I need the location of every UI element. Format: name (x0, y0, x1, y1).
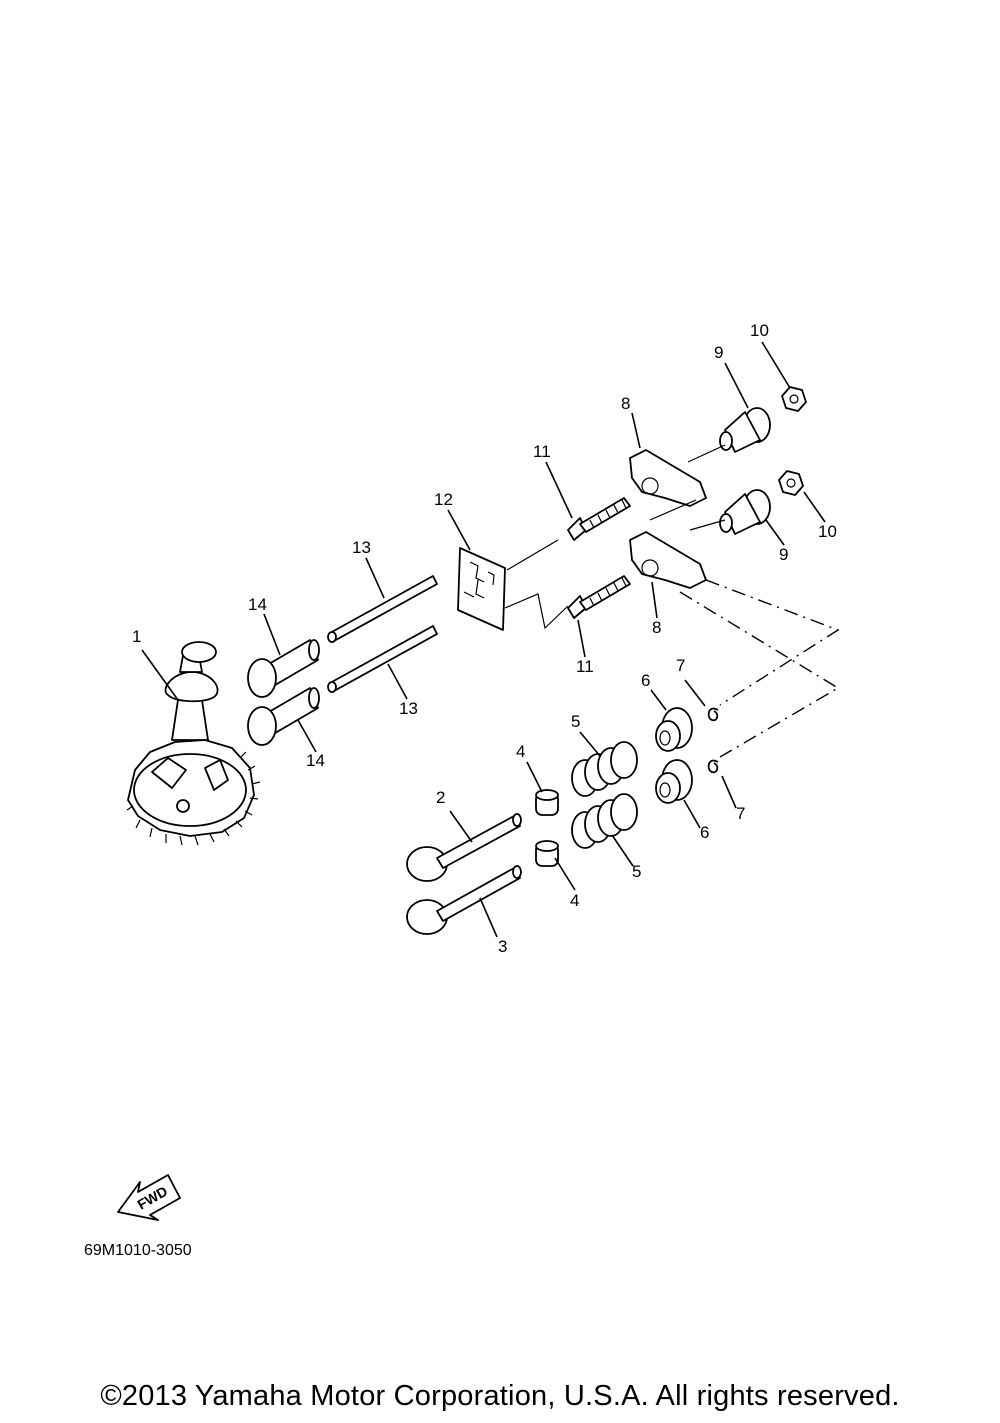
valve-stem-seal-lower (535, 840, 559, 867)
callout-7-lower: 7 (736, 804, 745, 823)
valve-spring-lower (571, 793, 638, 849)
rocker-pivot-upper (719, 407, 771, 453)
callout-11-lower: 11 (576, 657, 594, 676)
callout-10-lower: 10 (818, 522, 837, 541)
nut-upper (781, 386, 807, 412)
spring-retainer-lower (655, 759, 693, 804)
stud-bolt-lower (567, 575, 631, 619)
rocker-arm-lower (629, 531, 707, 589)
exhaust-valve (406, 865, 522, 935)
push-rod-lower (327, 625, 438, 693)
callout-6-lower: 6 (700, 823, 709, 842)
fwd-arrow-icon: FWD (117, 1174, 181, 1221)
callout-3: 3 (498, 937, 507, 956)
assembly-lines (504, 444, 840, 758)
callout-6-upper: 6 (641, 671, 650, 690)
rocker-arm-upper (629, 449, 707, 507)
callout-13-upper: 13 (352, 538, 371, 557)
spring-retainer-upper (655, 707, 693, 752)
callout-11-upper: 11 (533, 442, 551, 461)
callout-8-upper: 8 (621, 394, 630, 413)
callout-10-upper: 10 (750, 321, 769, 340)
callout-12: 12 (434, 490, 453, 509)
callout-13-lower: 13 (399, 699, 418, 718)
valve-lifter-lower (247, 687, 320, 746)
nut-lower (778, 470, 804, 496)
callout-4-upper: 4 (516, 742, 525, 761)
callout-7-upper: 7 (676, 656, 685, 675)
callout-1: 1 (132, 627, 141, 646)
callout-14-lower: 14 (306, 751, 325, 770)
push-rod-upper (327, 575, 438, 643)
valve-cotter-upper (707, 707, 719, 722)
valve-cotter-lower (707, 759, 719, 774)
valve-stem-seal-upper (535, 789, 559, 816)
rocker-pivot-lower (719, 489, 771, 535)
valve-lifter-upper (247, 639, 320, 698)
callout-9-lower: 9 (779, 545, 788, 564)
callout-4-lower: 4 (570, 891, 579, 910)
leader-lines (141, 341, 826, 938)
callout-14-upper: 14 (248, 595, 267, 614)
push-rod-guide-plate (457, 547, 506, 631)
camshaft-gear (126, 641, 261, 846)
part-code: 69M1010-3050 (84, 1242, 192, 1259)
callout-numbers: 1 2 3 4 4 5 5 6 6 7 7 8 8 9 9 10 10 11 1… (132, 321, 837, 956)
callout-5-upper: 5 (571, 712, 580, 731)
callout-2: 2 (436, 788, 445, 807)
intake-valve (406, 813, 522, 882)
callout-5-lower: 5 (632, 862, 641, 881)
callout-8-lower: 8 (652, 618, 661, 637)
callout-9-upper: 9 (714, 343, 723, 362)
valve-spring-upper (571, 741, 638, 797)
stud-bolt-upper (567, 497, 631, 541)
copyright-notice: ©2013 Yamaha Motor Corporation, U.S.A. A… (100, 1380, 900, 1412)
